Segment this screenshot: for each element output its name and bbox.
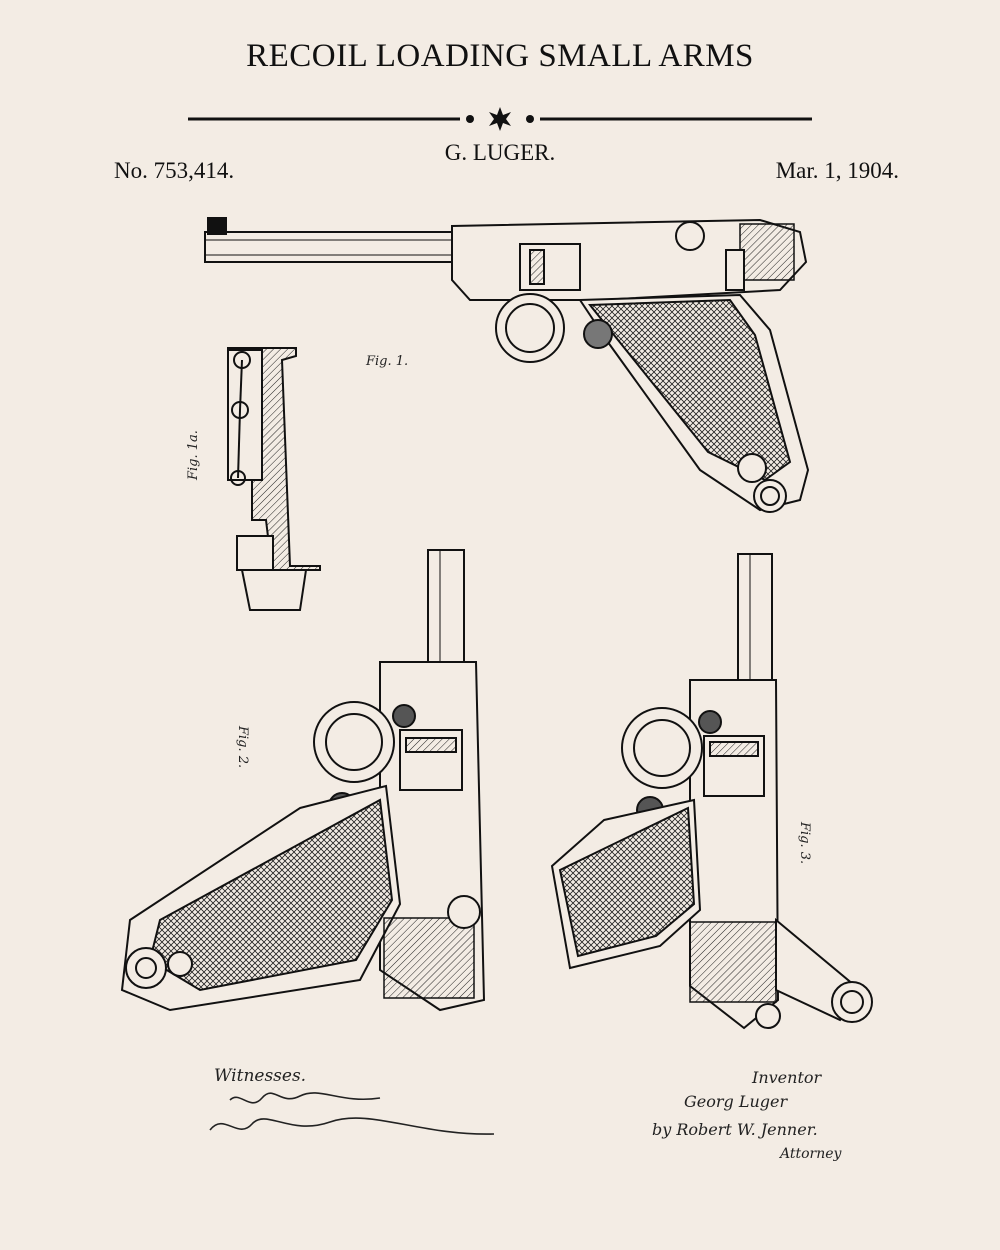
witness-signatures — [209, 1092, 495, 1135]
fig1-pistol-side-view — [204, 217, 810, 513]
attorney-label: Attorney — [780, 1146, 842, 1162]
fig1-label: Fig. 1. — [366, 354, 409, 369]
star-icon — [489, 107, 511, 131]
attorney-line: by Robert W. Jenner. — [652, 1120, 818, 1139]
fig3-pistol-vertical-view — [550, 553, 873, 1030]
inventor-label: Inventor — [752, 1068, 822, 1087]
fig2-pistol-vertical-view — [120, 549, 486, 1012]
inventor-name: G. LUGER. — [444, 140, 556, 165]
ornamental-divider — [188, 107, 812, 131]
inventor-signature: Georg Luger — [684, 1092, 788, 1111]
witnesses-label: Witnesses. — [214, 1066, 307, 1086]
fig2-label: Fig. 2. — [235, 726, 250, 769]
patent-title: RECOIL LOADING SMALL ARMS — [246, 38, 754, 74]
fig1a-label: Fig. 1a. — [186, 430, 201, 480]
patent-date: Mar. 1, 1904. — [775, 158, 899, 183]
fig1a-detail-view — [227, 347, 321, 611]
fig3-label: Fig. 3. — [797, 822, 812, 865]
patent-number: No. 753,414. — [114, 158, 235, 183]
